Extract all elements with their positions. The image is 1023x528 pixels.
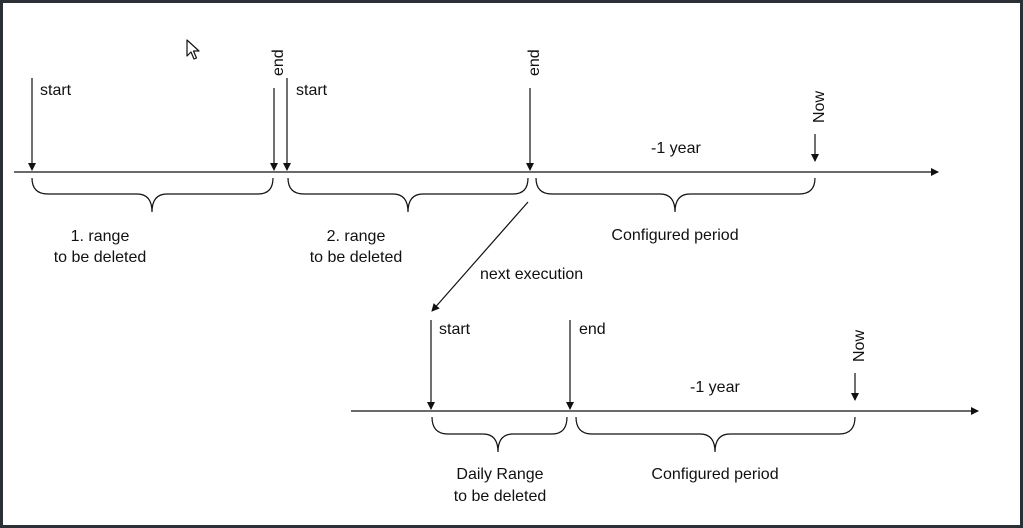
bottom-now-label: Now — [851, 330, 868, 362]
top-range-1-label-line2: to be deleted — [54, 249, 147, 266]
bottom-minus-year-label: -1 year — [690, 379, 740, 396]
bottom-daily-brace — [431, 416, 568, 453]
bottom-daily-label-line1: Daily Range — [456, 466, 543, 483]
top-start-1-label: start — [40, 82, 72, 99]
bottom-configured-brace — [575, 416, 856, 453]
top-range-1-brace — [31, 177, 274, 213]
top-end-1-label: end — [270, 49, 287, 76]
bottom-end-label: end — [579, 321, 606, 338]
diagram-board — [3, 3, 1020, 525]
top-range-2-label-line1: 2. range — [327, 228, 386, 245]
top-end-2-label: end — [526, 49, 543, 76]
top-range-1-label-line1: 1. range — [71, 228, 130, 245]
top-range-2-brace — [287, 177, 529, 213]
top-now-label: Now — [811, 91, 828, 123]
bottom-daily-label-line2: to be deleted — [454, 488, 547, 505]
top-start-2-label: start — [296, 82, 328, 99]
top-range-2-label-line2: to be deleted — [310, 249, 403, 266]
bottom-start-label: start — [439, 321, 471, 338]
mouse-pointer-icon — [186, 39, 200, 60]
top-configured-brace — [535, 177, 816, 213]
top-minus-year-label: -1 year — [651, 140, 701, 157]
bottom-configured-label: Configured period — [651, 466, 778, 483]
top-configured-label: Configured period — [611, 227, 738, 244]
next-execution-label: next execution — [480, 266, 583, 283]
next-execution-arrow — [431, 201, 529, 312]
